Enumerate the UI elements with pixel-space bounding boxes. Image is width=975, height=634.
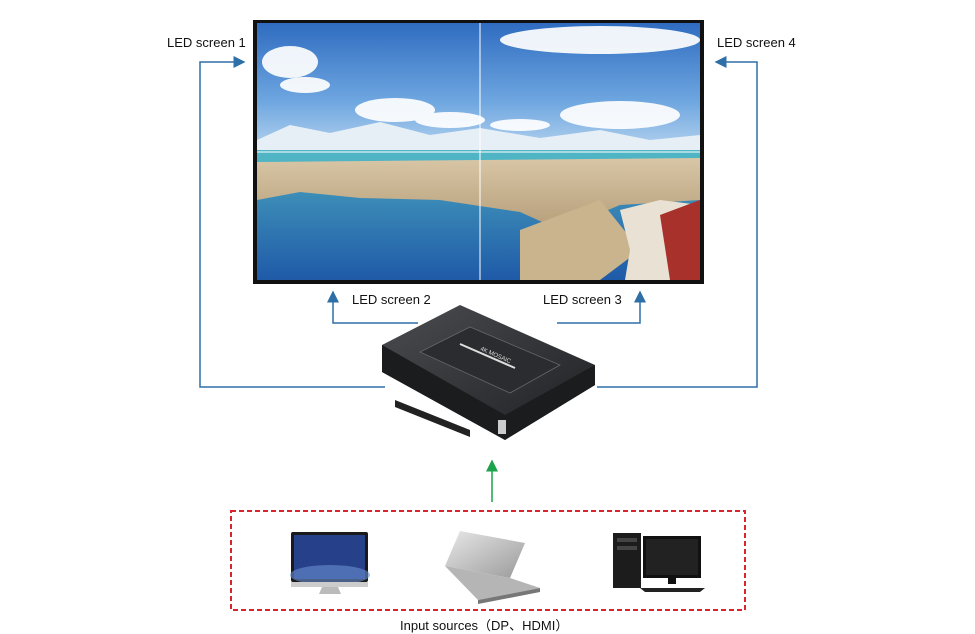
label-led-screen-3: LED screen 3 <box>543 292 622 307</box>
connector-screen4 <box>597 56 758 388</box>
led-video-wall <box>253 20 704 284</box>
label-input-sources: Input sources（DP、HDMI） <box>400 618 569 633</box>
input-sources-box <box>230 510 746 611</box>
laptop-icon <box>445 531 540 604</box>
connector-screen3 <box>557 290 646 324</box>
label-led-screen-1: LED screen 1 <box>167 35 246 50</box>
connector-screen2 <box>327 290 418 324</box>
connector-screen1 <box>199 56 385 388</box>
mosaic-controller-device: 4K MOSAIC <box>382 305 595 440</box>
label-led-screen-2: LED screen 2 <box>352 292 431 307</box>
label-led-screen-4: LED screen 4 <box>717 35 796 50</box>
pc-tower-icon <box>613 533 705 592</box>
desktop-monitor-icon <box>290 532 370 594</box>
